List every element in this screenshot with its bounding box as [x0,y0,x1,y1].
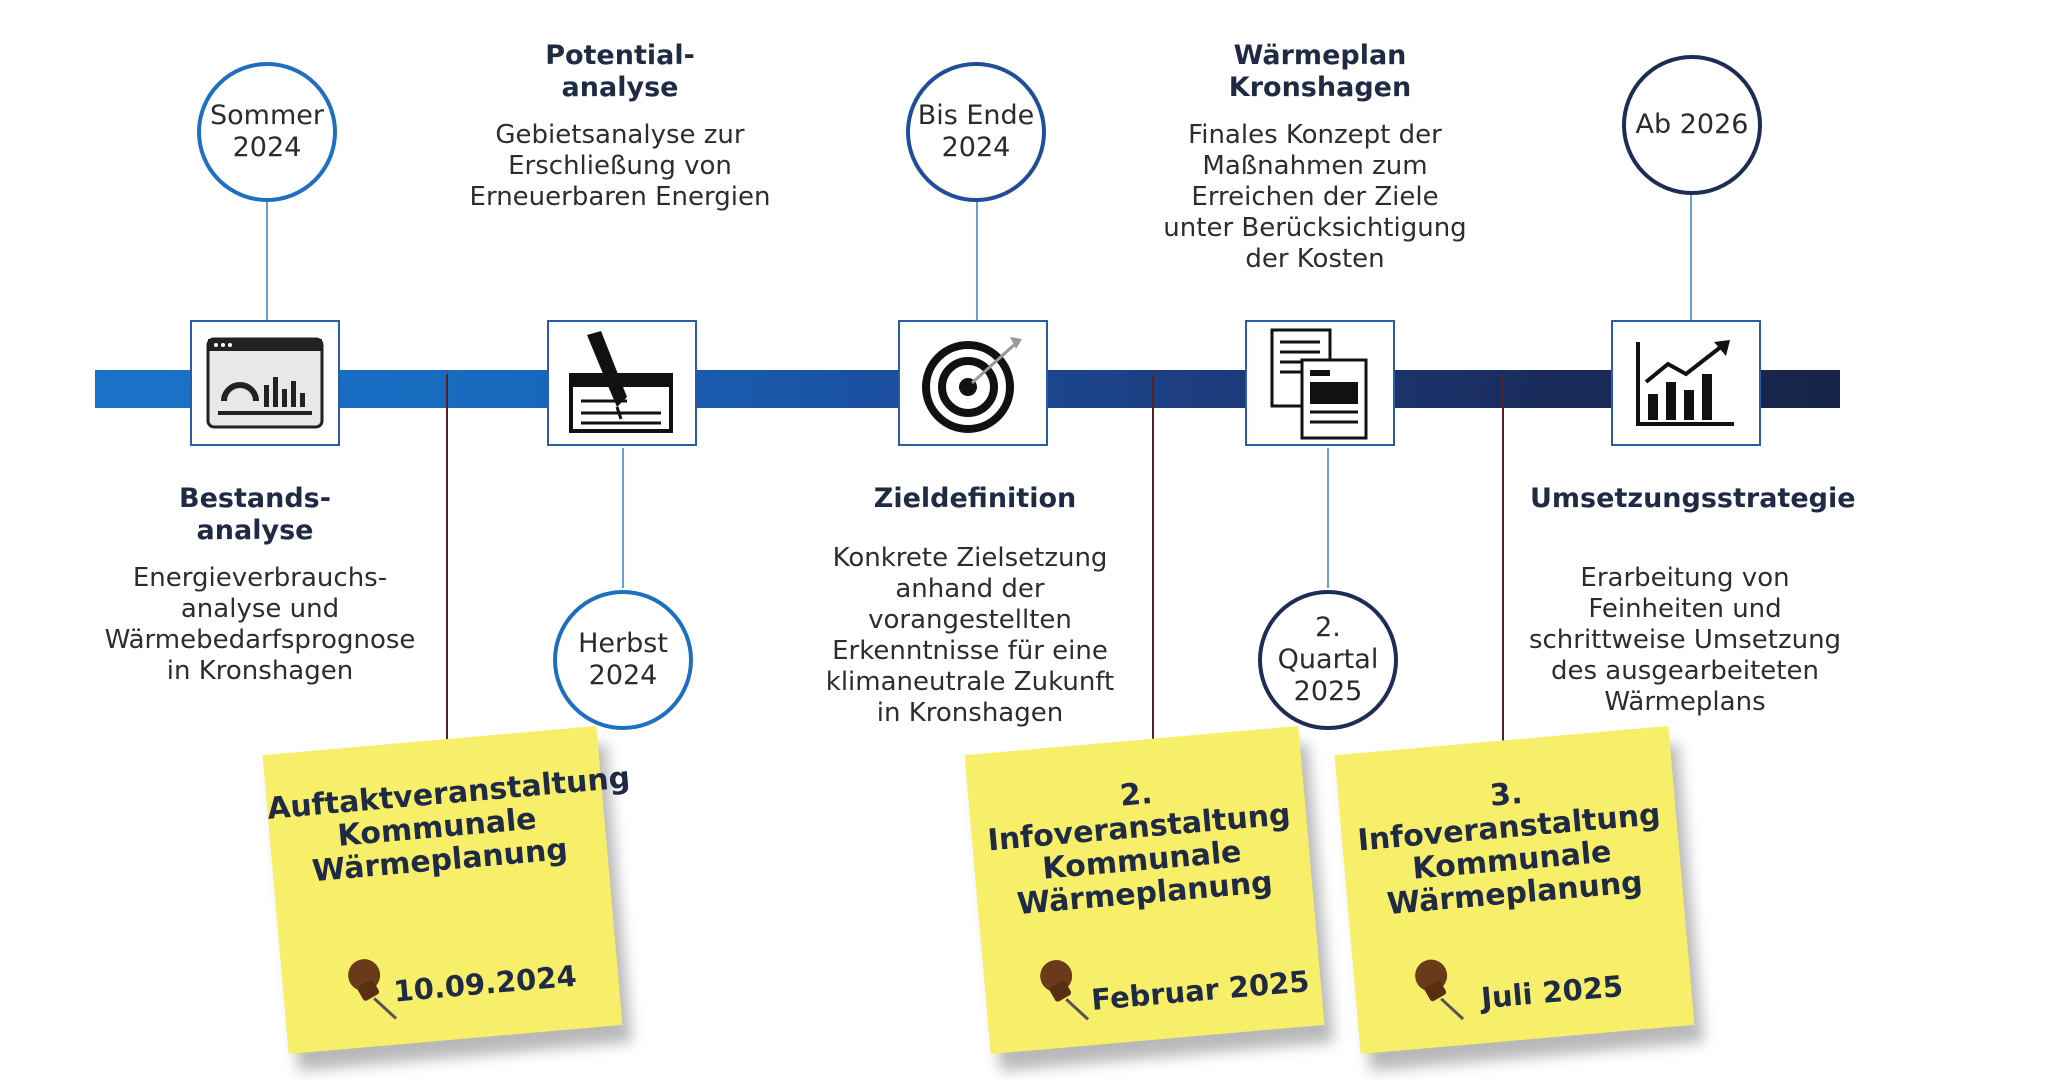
pushpin-icon [1415,959,1465,1021]
target-icon [922,337,1022,433]
milestone-icon-box [547,320,697,446]
milestone-description: Finales Konzept der Maßnahmen zum Erreic… [1163,120,1467,274]
note-connector-line [1502,374,1504,756]
milestone-date-circle: Bis Ende 2024 [906,62,1046,202]
milestone-title: Zieldefinition [873,483,1077,514]
growth-chart-icon [1636,340,1734,426]
milestone-icon-box [898,320,1048,446]
milestone-title: Bestands- analyse [179,483,331,546]
milestone-date-circle: Herbst 2024 [553,590,693,730]
milestone-icon-box [1245,320,1395,446]
note-date: Februar 2025 [1089,964,1311,1017]
milestone-description: Energieverbrauchs- analyse und Wärmebeda… [104,563,416,686]
note-title: 2. Infoveranstaltung Kommunale Wärmeplan… [986,776,1292,923]
milestone-date-circle: Ab 2026 [1622,55,1762,195]
connector-line [266,200,268,320]
documents-icon [1270,328,1368,440]
milestone-title: Umsetzungsstrategie [1530,483,1856,514]
connector-line [1690,190,1692,320]
milestone-title: Wärmeplan Kronshagen [1228,40,1412,103]
milestone-icon-box [190,320,340,446]
milestone-icon-box [1611,320,1761,446]
dashboard-icon [206,337,324,429]
milestone-description: Gebietsanalyse zur Erschließung von Erne… [469,120,771,212]
milestone-date-circle: Sommer 2024 [197,62,337,202]
connector-line [976,200,978,320]
milestone-description: Erarbeitung von Feinheiten und schrittwe… [1528,563,1842,717]
note-connector-line [1152,374,1154,756]
sticky-note: 3. Infoveranstaltung Kommunale Wärmeplan… [1334,725,1695,1055]
sticky-note: Auftaktveranstaltung Kommunale Wärmeplan… [262,725,632,1055]
connector-line [1327,448,1329,588]
milestone-date-circle: 2. Quartal 2025 [1258,590,1398,730]
milestone-title: Potential- analyse [545,40,695,103]
connector-line [622,448,624,588]
note-date: Juli 2025 [1479,968,1625,1016]
milestone-description: Konkrete Zielsetzung anhand der voranges… [825,543,1115,728]
pen-document-icon [569,331,673,433]
pushpin-icon [1040,960,1090,1021]
note-date: 10.09.2024 [392,958,578,1009]
note-title: Auftaktveranstaltung Kommunale Wärmeplan… [265,760,632,890]
note-title: 3. Infoveranstaltung Kommunale Wärmeplan… [1356,776,1662,923]
note-connector-line [446,374,448,756]
pushpin-icon [348,959,398,1020]
sticky-note: 2. Infoveranstaltung Kommunale Wärmeplan… [964,725,1325,1055]
